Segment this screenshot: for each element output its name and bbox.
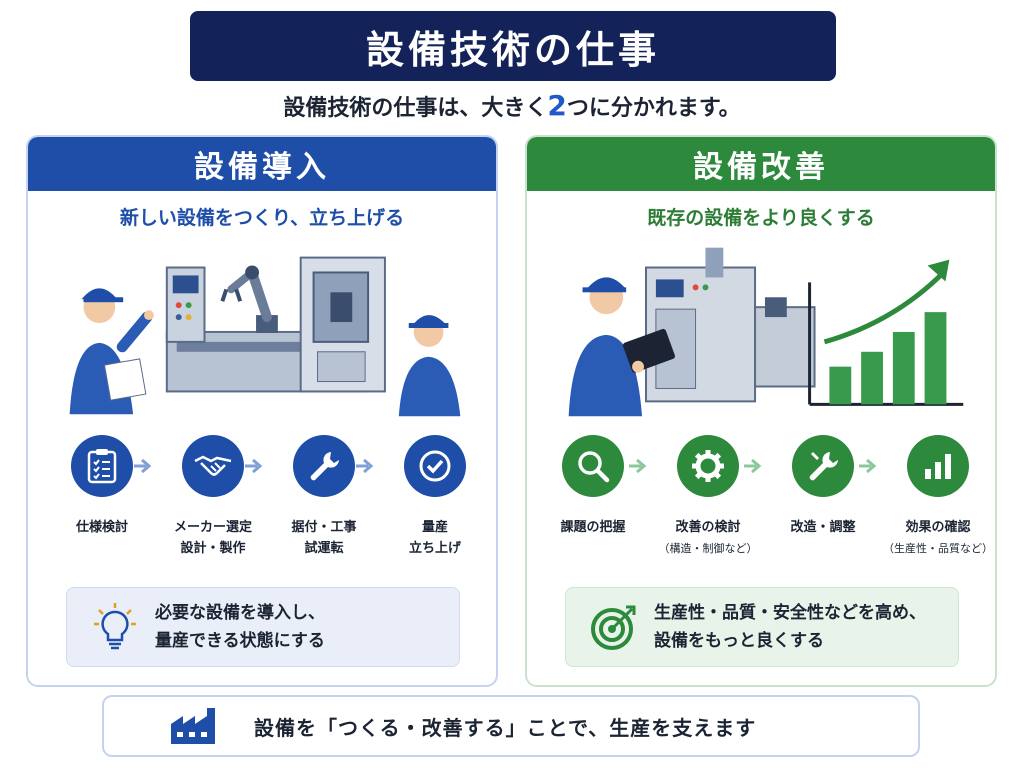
footer-banner: 設備を「つくる・改善する」ことで、生産を支えます xyxy=(102,695,920,757)
target-icon xyxy=(591,605,636,650)
magnifier-icon xyxy=(578,451,610,483)
arrow-right-icon xyxy=(356,458,374,474)
panel-title: 設備改善 xyxy=(527,137,995,191)
subtitle-number: 2 xyxy=(547,89,567,122)
installation-steps: 仕様検討 メーカー選定設計・製作 据付・工事試運転 xyxy=(28,435,496,565)
arrow-right-icon xyxy=(134,458,152,474)
step-effect-confirmation: 効果の確認（生産性・品質など） xyxy=(883,435,993,559)
panel-equipment-improvement: 設備改善 既存の設備をより良くする xyxy=(525,135,997,687)
panel-equipment-introduction: 設備導入 新しい設備をつくり、立ち上げる xyxy=(26,135,498,687)
panel-subtitle: 新しい設備をつくり、立ち上げる xyxy=(119,207,405,229)
step-improvement-study: 改善の検討（構造・制御など） xyxy=(653,435,763,559)
improvement-illustration xyxy=(568,247,964,417)
arrow-right-icon xyxy=(744,458,762,474)
page-title-box: 設備技術の仕事 xyxy=(190,11,836,81)
step-specification: 仕様検討 xyxy=(47,435,157,538)
arrow-right-icon xyxy=(629,458,647,474)
lightbulb-icon xyxy=(94,603,136,650)
step-problem-identification: 課題の把握 xyxy=(538,435,648,538)
arrow-right-icon xyxy=(245,458,263,474)
panel-subtitle: 既存の設備をより良くする xyxy=(647,207,875,229)
step-vendor-selection: メーカー選定設計・製作 xyxy=(158,435,268,559)
page-title: 設備技術の仕事 xyxy=(365,27,660,72)
step-mass-production: 量産立ち上げ xyxy=(380,435,490,559)
checkmark-icon xyxy=(419,450,451,482)
arrow-right-icon xyxy=(859,458,877,474)
summary-box: 生産性・品質・安全性などを高め、設備をもっと良くする xyxy=(565,587,959,667)
summary-box: 必要な設備を導入し、量産できる状態にする xyxy=(66,587,460,667)
step-installation: 据付・工事試運転 xyxy=(269,435,379,559)
factory-icon xyxy=(171,708,215,744)
page-subtitle: 設備技術の仕事は、大きく2つに分かれます。 xyxy=(283,89,741,122)
checklist-icon xyxy=(87,449,117,484)
gear-icon xyxy=(692,450,724,482)
handshake-icon xyxy=(194,455,232,476)
wrench-icon xyxy=(310,452,339,481)
improvement-steps: 課題の把握 改善の検討（構造・制御など） 改造・調整 xyxy=(527,435,995,565)
tools-icon xyxy=(809,451,838,481)
bar-chart-icon xyxy=(925,454,951,479)
step-modification: 改造・調整 xyxy=(768,435,878,538)
panel-title: 設備導入 xyxy=(28,137,496,191)
footer-text: 設備を「つくる・改善する」ことで、生産を支えます xyxy=(254,715,757,740)
installation-illustration xyxy=(69,256,461,417)
